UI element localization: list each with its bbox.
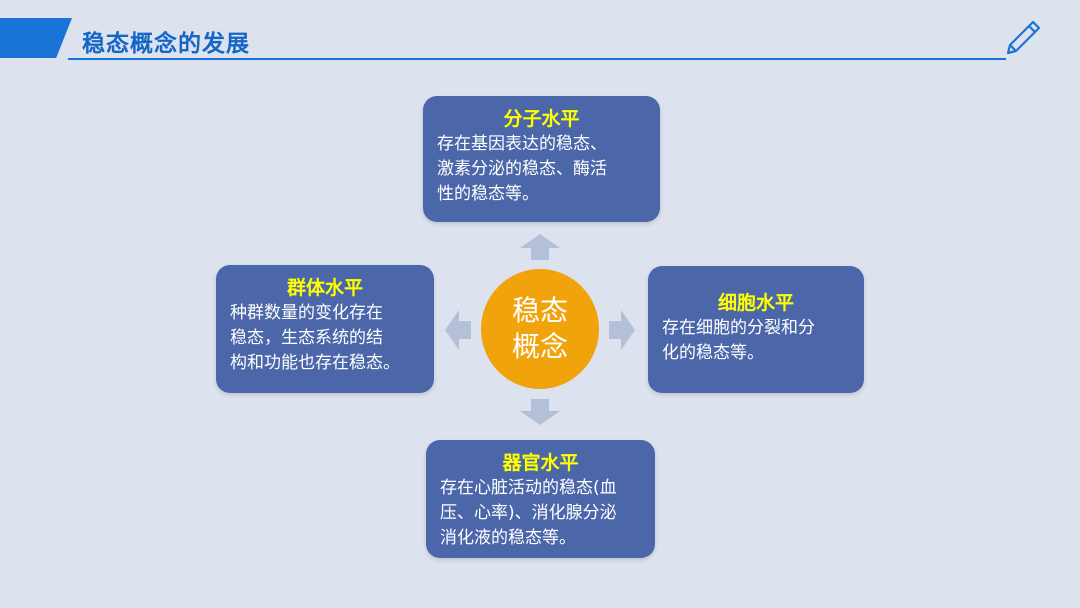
organ-level-line: 存在心脏活动的稳态(血 (440, 478, 617, 498)
population-level-box: 群体水平 种群数量的变化存在 稳态，生态系统的结 构和功能也存在稳态。 (216, 265, 434, 393)
molecular-level-line: 性的稳态等。 (437, 184, 539, 204)
organ-level-box: 器官水平 存在心脏活动的稳态(血 压、心率)、消化腺分泌 消化液的稳态等。 (426, 440, 655, 558)
header-bar: 稳态概念的发展 (0, 0, 1080, 60)
title-accent-block (0, 18, 72, 58)
population-level-text: 种群数量的变化存在 稳态，生态系统的结 构和功能也存在稳态。 (230, 301, 420, 376)
center-concept-line: 概念 (511, 330, 568, 363)
arrow-left-icon (445, 310, 471, 350)
cellular-level-text: 存在细胞的分裂和分 化的稳态等。 (662, 316, 850, 366)
page-title: 稳态概念的发展 (82, 31, 250, 57)
organ-level-title: 器官水平 (502, 452, 579, 474)
population-level-title: 群体水平 (286, 277, 363, 299)
cellular-level-line: 存在细胞的分裂和分 (662, 318, 815, 338)
cellular-level-line: 化的稳态等。 (662, 343, 764, 363)
population-level-line: 种群数量的变化存在 (230, 303, 383, 323)
population-level-line: 构和功能也存在稳态。 (230, 353, 400, 373)
population-level-line: 稳态，生态系统的结 (230, 328, 383, 348)
organ-level-text: 存在心脏活动的稳态(血 压、心率)、消化腺分泌 消化液的稳态等。 (440, 476, 641, 551)
center-concept-circle: 稳态 概念 (481, 269, 599, 389)
molecular-level-box: 分子水平 存在基因表达的稳态、 激素分泌的稳态、酶活 性的稳态等。 (423, 96, 660, 222)
organ-level-line: 消化液的稳态等。 (440, 528, 576, 548)
organ-level-line: 压、心率)、消化腺分泌 (440, 503, 617, 523)
molecular-level-title: 分子水平 (503, 108, 580, 130)
molecular-level-text: 存在基因表达的稳态、 激素分泌的稳态、酶活 性的稳态等。 (437, 132, 646, 207)
molecular-level-line: 激素分泌的稳态、酶活 (437, 159, 607, 179)
arrow-down-icon (520, 399, 560, 425)
cellular-level-title: 细胞水平 (717, 292, 794, 314)
cellular-level-box: 细胞水平 存在细胞的分裂和分 化的稳态等。 (648, 266, 864, 393)
arrow-right-icon (609, 310, 635, 350)
pen-icon (1006, 20, 1041, 55)
molecular-level-line: 存在基因表达的稳态、 (437, 134, 607, 154)
center-concept-line: 稳态 (511, 294, 568, 327)
arrow-up-icon (520, 234, 560, 260)
title-underline (68, 58, 1006, 60)
